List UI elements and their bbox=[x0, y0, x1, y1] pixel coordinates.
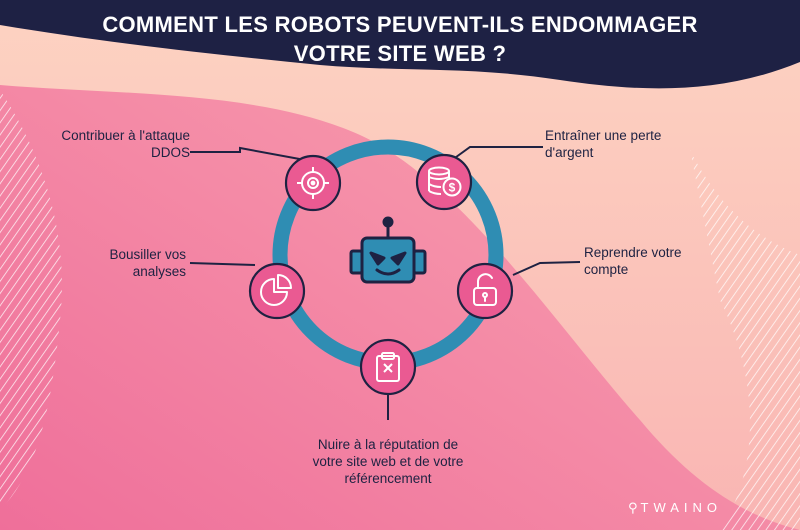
label-reputation-line-2: votre site web et de votre bbox=[312, 454, 464, 469]
label-compte-line-1: Reprendre votre bbox=[584, 245, 682, 260]
label-ddos: Contribuer à l'attaque DDOS bbox=[61, 127, 190, 161]
node-analyses bbox=[248, 262, 306, 320]
unlocked-padlock-icon bbox=[473, 273, 497, 306]
connector-argent bbox=[451, 146, 543, 161]
label-ddos-line-2: DDOS bbox=[150, 145, 190, 160]
label-reputation-line-1: Nuire à la réputation de bbox=[317, 437, 459, 452]
title-line-2: VOTRE SITE WEB ? bbox=[293, 41, 507, 66]
connector-lines bbox=[189, 146, 581, 420]
label-analyses-line-2: analyses bbox=[132, 264, 186, 279]
node-reputation bbox=[359, 338, 417, 396]
node-compte bbox=[456, 262, 514, 320]
connector-ddos bbox=[190, 146, 306, 161]
label-reputation-line-3: référencement bbox=[344, 471, 432, 486]
page-title: COMMENT LES ROBOTS PEUVENT-ILS ENDOMMAGE… bbox=[0, 10, 800, 68]
svg-text:$: $ bbox=[449, 181, 456, 195]
pie-chart-icon bbox=[260, 274, 292, 306]
node-argent: $ bbox=[415, 153, 473, 211]
robot-face-icon bbox=[349, 216, 427, 284]
brand-pin-icon: ⚲ bbox=[628, 500, 638, 515]
label-argent: Entraîner une perte d'argent bbox=[545, 127, 661, 161]
target-crosshair-icon bbox=[297, 167, 329, 199]
stripe-pattern-right bbox=[690, 150, 800, 530]
label-compte: Reprendre votre compte bbox=[584, 244, 682, 278]
label-analyses: Bousiller vos analyses bbox=[109, 246, 186, 280]
label-reputation: Nuire à la réputation de votre site web … bbox=[288, 436, 488, 487]
brand-name: TWAINO bbox=[640, 500, 723, 515]
header-banner bbox=[0, 0, 800, 89]
connector-compte bbox=[512, 261, 581, 276]
node-ddos bbox=[284, 154, 342, 212]
label-analyses-line-1: Bousiller vos bbox=[109, 247, 186, 262]
connector-analyses bbox=[189, 262, 256, 266]
coins-dollar-icon: $ bbox=[428, 166, 462, 197]
stripe-pattern-left bbox=[0, 90, 62, 510]
brand-logo: ⚲TWAINO bbox=[628, 500, 722, 516]
label-ddos-line-1: Contribuer à l'attaque bbox=[61, 128, 190, 143]
title-line-1: COMMENT LES ROBOTS PEUVENT-ILS ENDOMMAGE… bbox=[102, 12, 698, 37]
label-argent-line-2: d'argent bbox=[545, 145, 594, 160]
label-argent-line-1: Entraîner une perte bbox=[545, 128, 662, 143]
clipboard-x-icon bbox=[376, 352, 400, 382]
label-compte-line-2: compte bbox=[584, 262, 629, 277]
